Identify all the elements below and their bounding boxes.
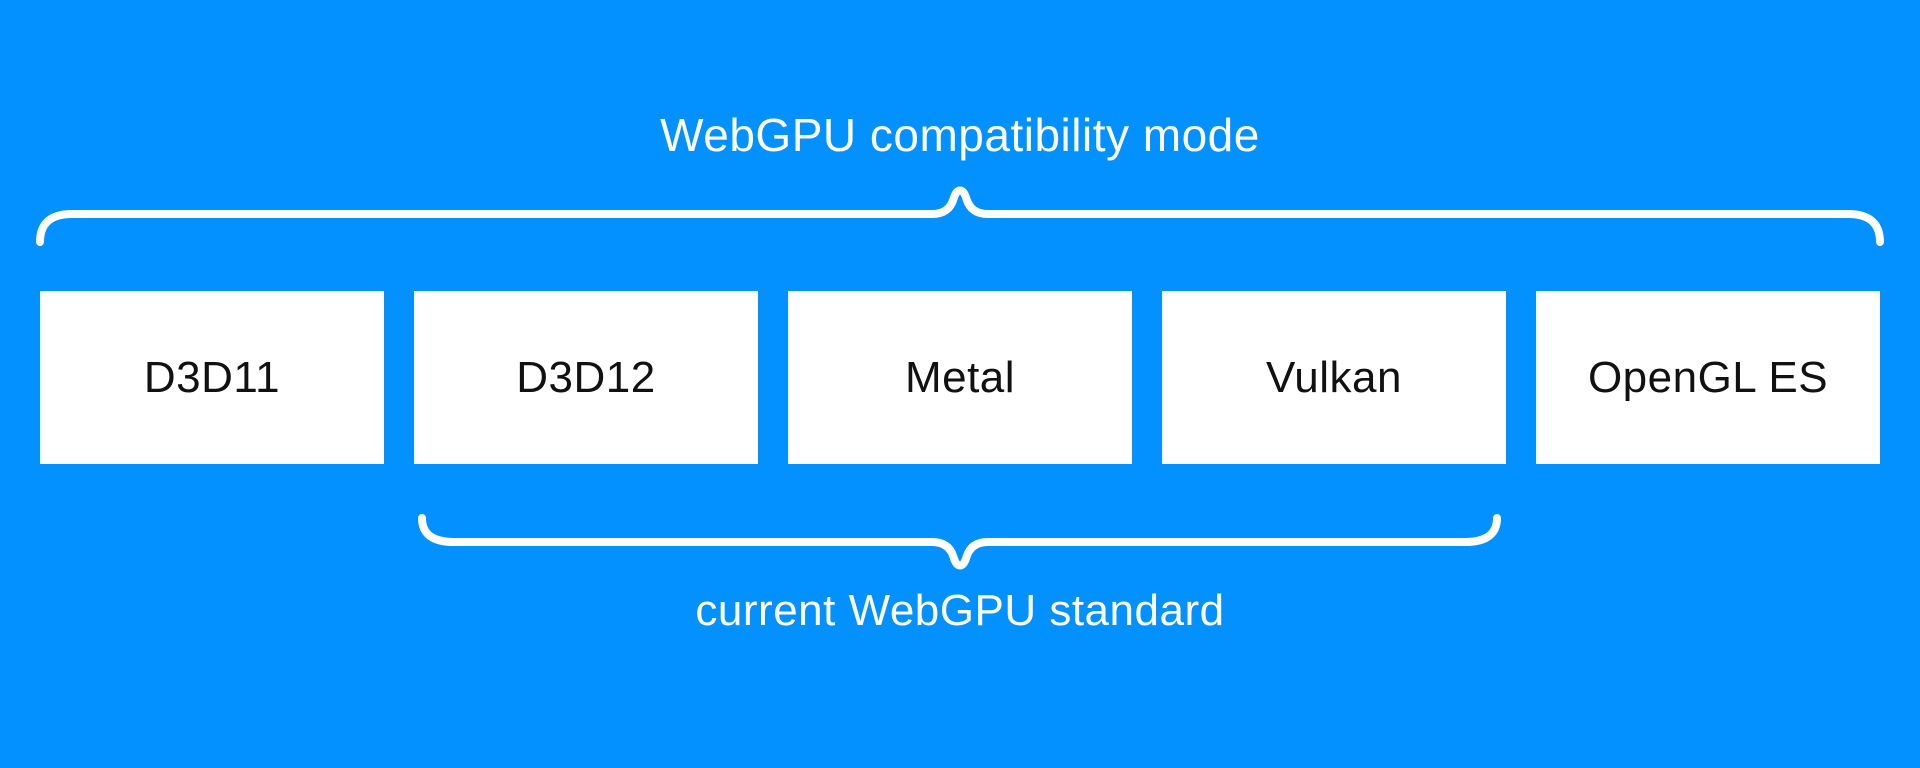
api-box-label: OpenGL ES [1587, 352, 1829, 402]
top-brace-icon [36, 186, 1884, 246]
api-box-label: Metal [904, 352, 1016, 402]
bottom-brace-caption: current WebGPU standard [695, 586, 1225, 635]
bottom-brace-icon [418, 514, 1501, 570]
api-box-vulkan: Vulkan [1162, 291, 1506, 464]
api-box-row: D3D11 D3D12 Metal Vulkan OpenGL ES [40, 291, 1880, 464]
api-box-label: D3D11 [143, 352, 281, 402]
api-box-d3d11: D3D11 [40, 291, 384, 464]
api-box-d3d12: D3D12 [414, 291, 758, 464]
api-box-label: Vulkan [1266, 352, 1402, 402]
api-box-opengl-es: OpenGL ES [1536, 291, 1880, 464]
api-box-label: D3D12 [516, 352, 656, 402]
api-box-metal: Metal [788, 291, 1132, 464]
top-brace-caption: WebGPU compatibility mode [660, 109, 1260, 161]
